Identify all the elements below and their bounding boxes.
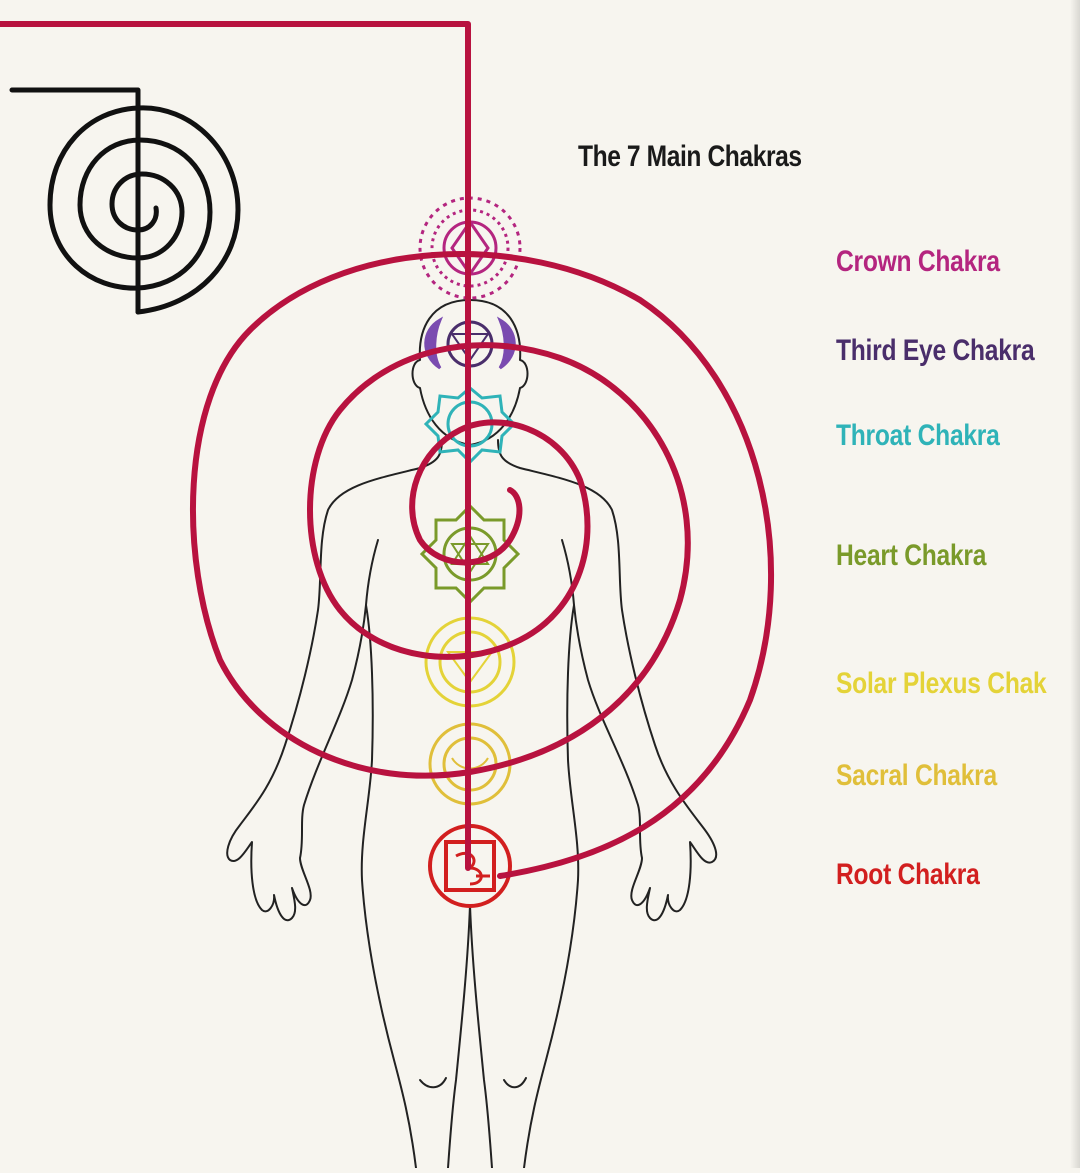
label-third-eye-chakra: Third Eye Chakra	[836, 334, 1035, 367]
cho-ku-rei-spiral	[0, 21, 775, 879]
black-symbol-spiral	[47, 105, 241, 315]
label-root-chakra: Root Chakra	[836, 858, 980, 891]
figure-inner-legs-right	[469, 904, 493, 1169]
figure-inner-legs	[447, 904, 471, 1169]
label-sacral-chakra: Sacral Chakra	[836, 759, 997, 792]
figure-right-armpit	[561, 539, 575, 606]
label-solar-plexus-chakra: Solar Plexus Chak	[836, 667, 1047, 700]
figure-right-side	[497, 439, 718, 1169]
black-cho-ku-rei-symbol	[9, 87, 241, 315]
page-edge-shadow	[1070, 0, 1080, 1168]
figure-left-armpit	[365, 539, 379, 606]
figure-right-knee	[503, 1077, 527, 1089]
black-symbol-bar	[9, 87, 141, 315]
diagram-title: The 7 Main Chakras	[578, 140, 802, 173]
figure-left-knee	[419, 1077, 447, 1089]
spiral-coil	[190, 251, 775, 879]
label-heart-chakra: Heart Chakra	[836, 539, 987, 572]
label-throat-chakra: Throat Chakra	[836, 419, 1000, 452]
figure-left-side	[226, 439, 443, 1169]
spiral-top-bar	[0, 21, 471, 871]
label-crown-chakra: Crown Chakra	[836, 245, 1000, 278]
human-figure-outline	[226, 299, 718, 1169]
